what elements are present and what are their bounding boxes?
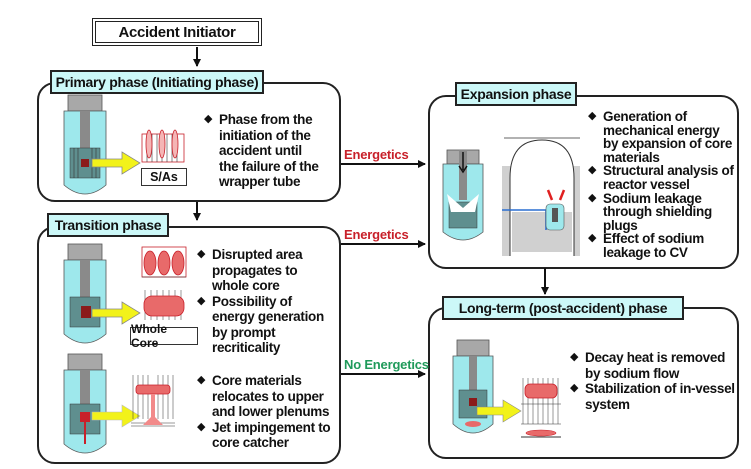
plenum-relocation-icon xyxy=(131,375,175,427)
reactor-vessel-icon xyxy=(63,94,107,195)
bullet-item: ◆Phase from the initiation of the accide… xyxy=(204,112,319,189)
bullet-item: ◆Disrupted area propagates to whole core xyxy=(197,247,303,293)
yellow-arrow-icon xyxy=(476,399,522,423)
transition-caption-box: Whole Core xyxy=(130,322,198,350)
reactor-vessel-icon xyxy=(63,243,107,344)
stabilized-core-icon xyxy=(521,378,561,438)
yellow-arrow-icon xyxy=(91,404,141,428)
energetics-label-primary: Energetics xyxy=(344,147,409,162)
primary-caption-box: S/As xyxy=(141,168,187,186)
transition-bullets-upper: ◆Disrupted area propagates to whole core… xyxy=(197,247,337,356)
longterm-bullets: ◆Decay heat is removed by sodium flow ◆S… xyxy=(570,350,735,412)
bullet-item: ◆Jet impingement to core catcher xyxy=(197,419,331,451)
disrupted-subassembly-icon xyxy=(141,246,187,278)
reactor-vessel-expansion-icon xyxy=(442,149,484,241)
accident-initiator-label: Accident Initiator xyxy=(118,23,236,41)
reactor-vessel-icon xyxy=(452,339,494,434)
transition-phase-title: Transition phase xyxy=(47,213,169,237)
primary-bullets: ◆Phase from the initiation of the accide… xyxy=(204,112,322,190)
bullet-item: ◆Sodium leakage through shielding plugs xyxy=(588,190,712,233)
bullet-item: ◆Possibility of energy generation by pro… xyxy=(197,293,324,356)
bullet-item: ◆Stabilization of in-vessel system xyxy=(570,381,735,412)
bullet-item: ◆Decay heat is removed by sodium flow xyxy=(570,350,726,381)
expansion-phase-title: Expansion phase xyxy=(455,82,577,106)
yellow-arrow-icon xyxy=(91,151,141,175)
no-energetics-label: No Energetics xyxy=(344,357,429,372)
whole-core-pool-icon xyxy=(143,290,185,320)
bullet-item: ◆Structural analysis of reactor vessel xyxy=(588,163,734,192)
subassembly-icon xyxy=(141,129,185,163)
energetics-label-transition: Energetics xyxy=(344,227,409,242)
expansion-bullets: ◆Generation of mechanical energy by expa… xyxy=(588,110,736,260)
primary-phase-title: Primary phase (Initiating phase) xyxy=(50,70,264,94)
bullet-item: ◆Effect of sodium leakage to CV xyxy=(588,231,704,260)
transition-bullets-lower: ◆Core materials relocates to upper and l… xyxy=(197,373,337,451)
longterm-phase-title: Long-term (post-accident) phase xyxy=(442,296,684,320)
containment-vessel-icon xyxy=(502,137,580,256)
bullet-item: ◆Generation of mechanical energy by expa… xyxy=(588,109,733,165)
bullet-item: ◆Core materials relocates to upper and l… xyxy=(197,373,330,419)
accident-initiator-box: Accident Initiator xyxy=(92,18,262,46)
reactor-vessel-icon xyxy=(63,353,107,454)
yellow-arrow-icon xyxy=(91,301,141,325)
